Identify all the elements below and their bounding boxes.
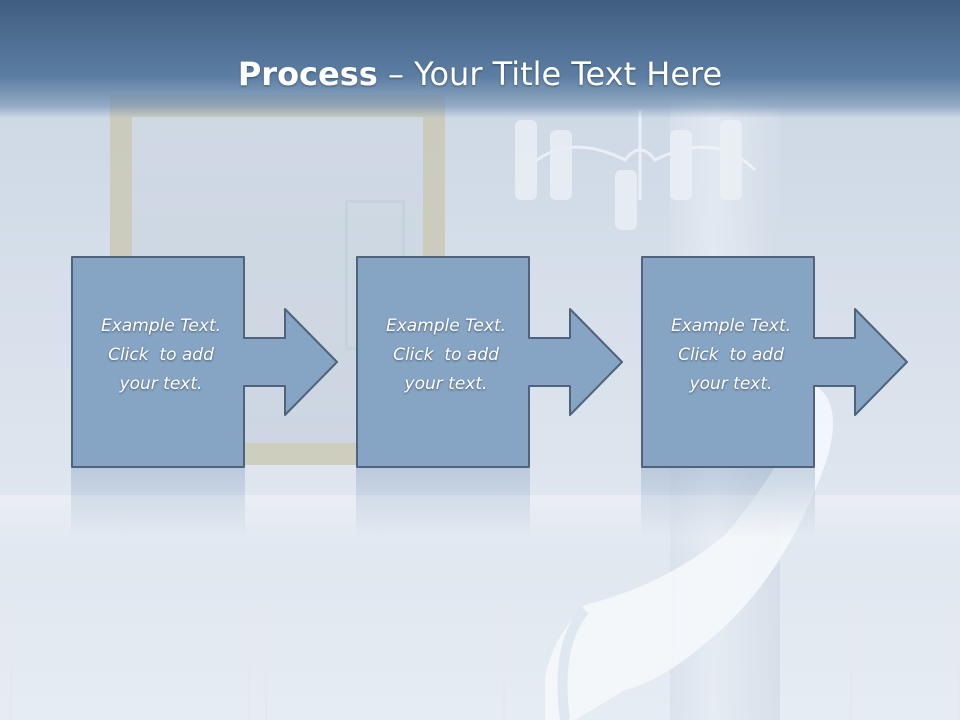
wall-panel (10, 555, 250, 720)
arrow-box-shape (356, 256, 623, 468)
process-step-1[interactable]: Example Text. Click to add your text. (71, 256, 341, 468)
step-line: your text. (119, 374, 203, 394)
step-line: Example Text. (670, 316, 792, 336)
step-line: your text. (404, 374, 488, 394)
wall-panel (265, 555, 505, 720)
step-reflection (356, 468, 530, 538)
title-bold: Process (237, 55, 378, 93)
arrow-box-shape (71, 256, 338, 468)
step-text: Example Text. Click to add your text. (75, 312, 247, 399)
step-line: Click to add (678, 345, 784, 365)
step-line: Example Text. (100, 316, 222, 336)
chair-image (545, 385, 833, 720)
step-line: Example Text. (385, 316, 507, 336)
wall-panel (850, 555, 960, 720)
title-rest: – Your Title Text Here (377, 55, 723, 93)
arrow-box-shape (641, 256, 908, 468)
step-line: Click to add (108, 345, 214, 365)
process-step-2[interactable]: Example Text. Click to add your text. (356, 256, 626, 468)
process-step-3[interactable]: Example Text. Click to add your text. (641, 256, 911, 468)
slide-title[interactable]: Process – Your Title Text Here (0, 54, 960, 94)
step-text: Example Text. Click to add your text. (360, 312, 532, 399)
chandelier-image (515, 110, 757, 230)
step-line: your text. (689, 374, 773, 394)
step-reflection (641, 468, 815, 538)
step-text: Example Text. Click to add your text. (645, 312, 817, 399)
title-bar (0, 0, 960, 118)
step-line: Click to add (393, 345, 499, 365)
step-reflection (71, 468, 245, 538)
